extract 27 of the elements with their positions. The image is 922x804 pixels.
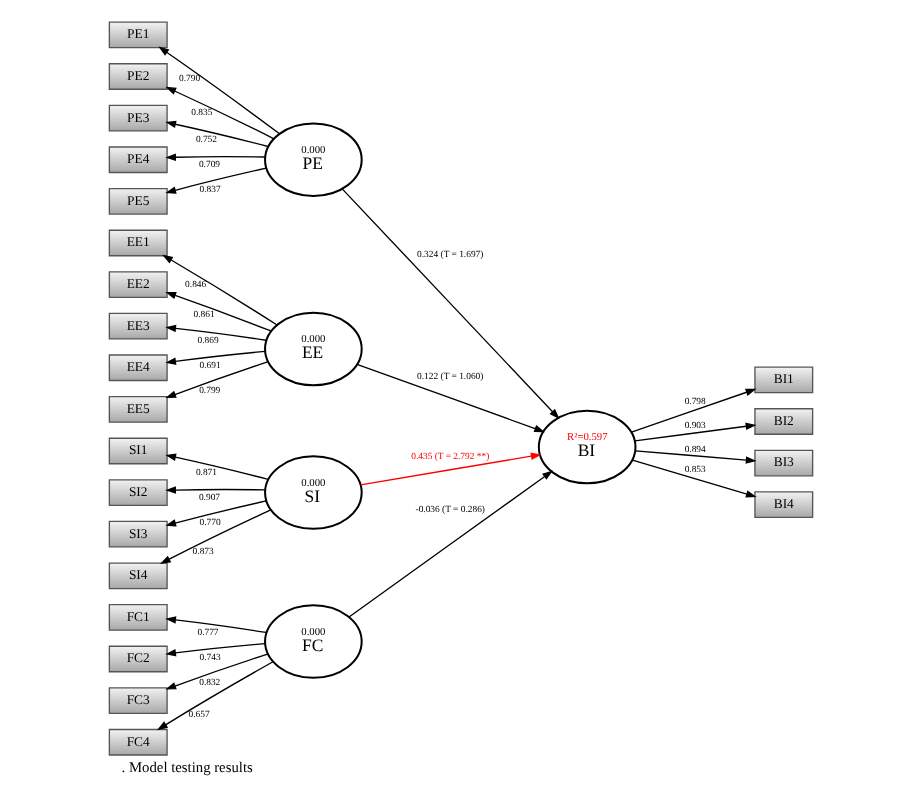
arrow: [165, 350, 266, 366]
arrow: [165, 500, 267, 527]
arrow: [634, 450, 757, 464]
arrow: [165, 616, 267, 634]
arrow: [165, 324, 267, 341]
arrow: [165, 167, 267, 194]
arrow: [634, 422, 757, 442]
arrow: [631, 459, 757, 498]
arrow: [357, 363, 545, 433]
arrow: [165, 361, 269, 399]
arrow: [158, 46, 280, 135]
arrow: [165, 642, 266, 657]
caption: . Model testing results: [121, 758, 253, 777]
arrow: [165, 291, 272, 332]
arrow: [165, 453, 269, 481]
arrow: [156, 661, 274, 731]
arrow: [165, 653, 269, 690]
arrow: [165, 486, 266, 494]
arrow: [341, 188, 560, 420]
arrow: [360, 452, 542, 486]
arrow: [348, 470, 553, 618]
arrow: [630, 388, 757, 433]
arrow: [165, 86, 275, 140]
arrow: [165, 153, 266, 161]
arrow: [165, 120, 269, 148]
arrow: [162, 254, 278, 326]
arrow: [159, 509, 272, 564]
